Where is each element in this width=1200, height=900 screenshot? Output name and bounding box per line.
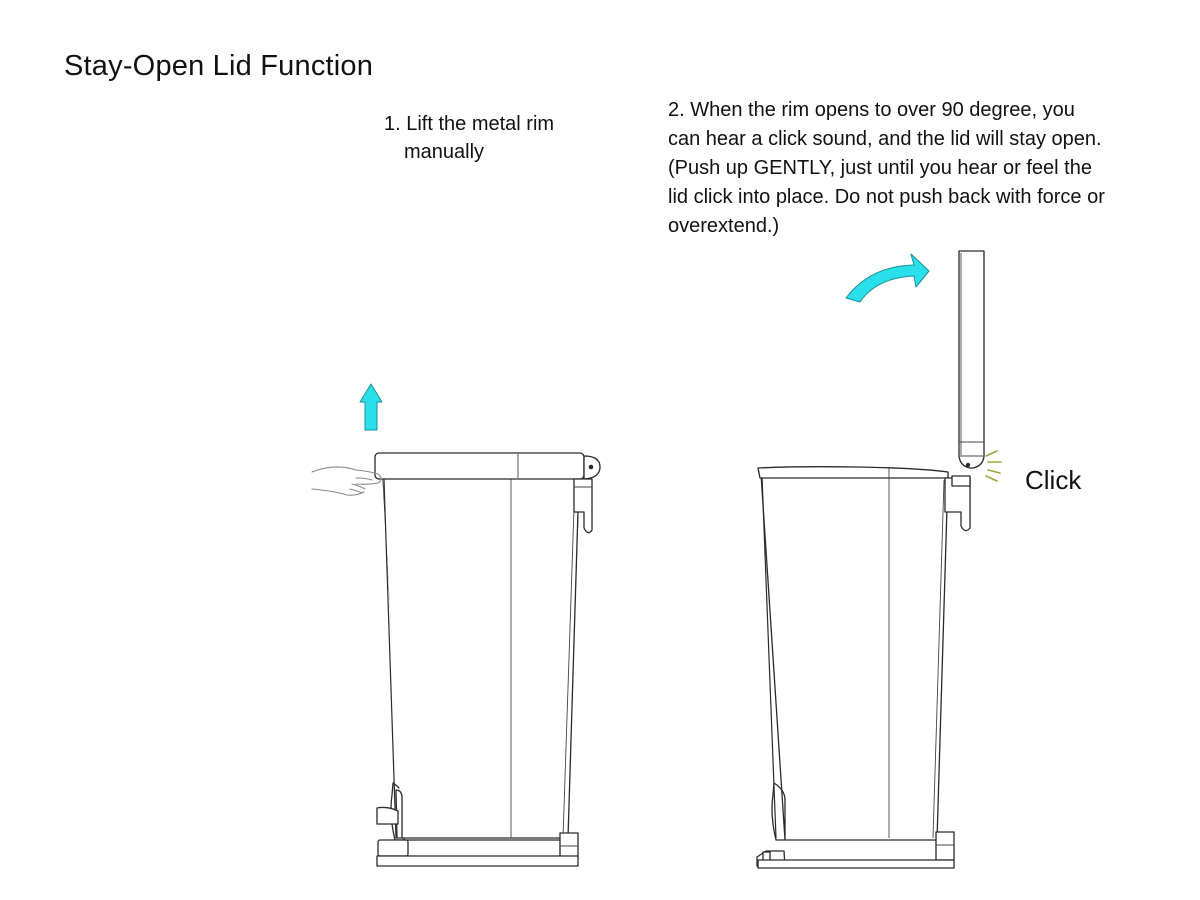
step-1-line-1: 1. Lift the metal rim	[384, 113, 555, 135]
step-1-text: 1. Lift the metal rim manually	[384, 110, 624, 166]
curved-arrow-icon	[845, 253, 930, 303]
hand-icon	[311, 466, 382, 496]
step-1-line-2: manually	[404, 141, 485, 163]
click-spark-icon	[985, 450, 1002, 482]
step-2-text: 2. When the rim opens to over 90 degree,…	[668, 99, 1105, 237]
up-arrow-icon	[359, 383, 383, 431]
left-trash-can	[374, 452, 601, 867]
page-title: Stay-Open Lid Function	[64, 50, 374, 82]
click-label: Click	[1025, 465, 1082, 495]
right-trash-can	[756, 250, 985, 869]
